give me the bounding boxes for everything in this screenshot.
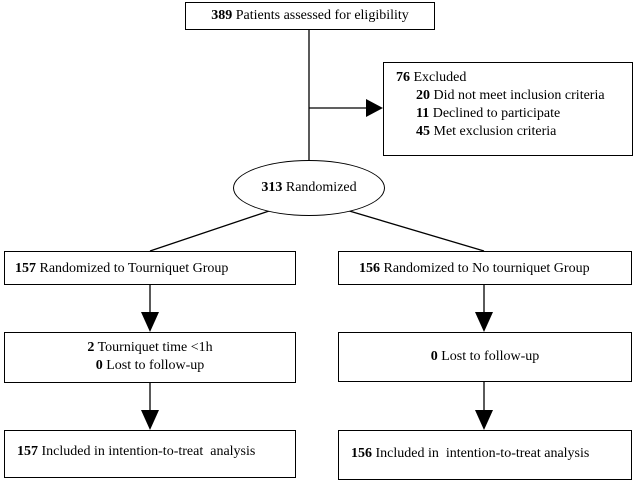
arrowhead-excluded <box>366 99 383 117</box>
tourniquet-analysis-label: Included in intention-to-treat analysis <box>41 444 256 459</box>
connector-randomized-to-right <box>345 209 485 252</box>
tourniquet-followup-item: 2 Tourniquet time <1h <box>87 340 213 355</box>
tourniquet-group-count: 157 <box>15 261 36 276</box>
randomized-node: 313 Randomized <box>233 160 385 216</box>
tourniquet-followup-box: 2 Tourniquet time <1h 0 Lost to follow-u… <box>4 332 296 383</box>
excluded-reason: 45 Met exclusion criteria <box>416 124 557 139</box>
tourniquet-group-label: Randomized to Tourniquet Group <box>39 261 229 276</box>
excluded-reason: 11 Declined to participate <box>416 106 561 121</box>
no-tourniquet-analysis-label: Included in intention-to-treat analysis <box>375 446 590 461</box>
no-tourniquet-group-box: 156 Randomized to No tourniquet Group <box>338 251 632 285</box>
excluded-total: 76 Excluded <box>396 69 632 87</box>
assessed-count: 389 <box>211 8 233 23</box>
no-tourniquet-group-label: Randomized to No tourniquet Group <box>383 261 590 276</box>
tourniquet-analysis-box: 157 Included in intention-to-treat analy… <box>4 430 296 478</box>
assessed-box: 389 Patients assessed for eligibility <box>185 2 435 30</box>
tourniquet-group-box: 157 Randomized to Tourniquet Group <box>4 251 296 285</box>
arrowhead-left-analysis <box>141 410 159 430</box>
excluded-count: 76 <box>396 70 410 85</box>
no-tourniquet-analysis-box: 156 Included in intention-to-treat analy… <box>338 430 632 480</box>
randomized-count: 313 <box>261 180 283 195</box>
no-tourniquet-analysis-count: 156 <box>351 446 372 461</box>
arrowhead-right-analysis <box>475 410 493 430</box>
no-tourniquet-group-count: 156 <box>359 261 380 276</box>
excluded-box: 76 Excluded 20 Did not meet inclusion cr… <box>383 62 633 156</box>
excluded-label: Excluded <box>413 70 467 85</box>
tourniquet-analysis-count: 157 <box>17 444 38 459</box>
excluded-reason: 20 Did not meet inclusion criteria <box>416 88 605 103</box>
arrowhead-right-followup <box>475 312 493 332</box>
no-tourniquet-followup-item: 0 Lost to follow-up <box>430 349 540 364</box>
no-tourniquet-followup-box: 0 Lost to follow-up <box>338 332 632 382</box>
assessed-label: Patients assessed for eligibility <box>235 8 409 23</box>
tourniquet-followup-item: 0 Lost to follow-up <box>95 358 205 373</box>
arrowhead-left-followup <box>141 312 159 332</box>
randomized-label: Randomized <box>285 180 357 195</box>
connector-randomized-to-left <box>149 209 273 252</box>
